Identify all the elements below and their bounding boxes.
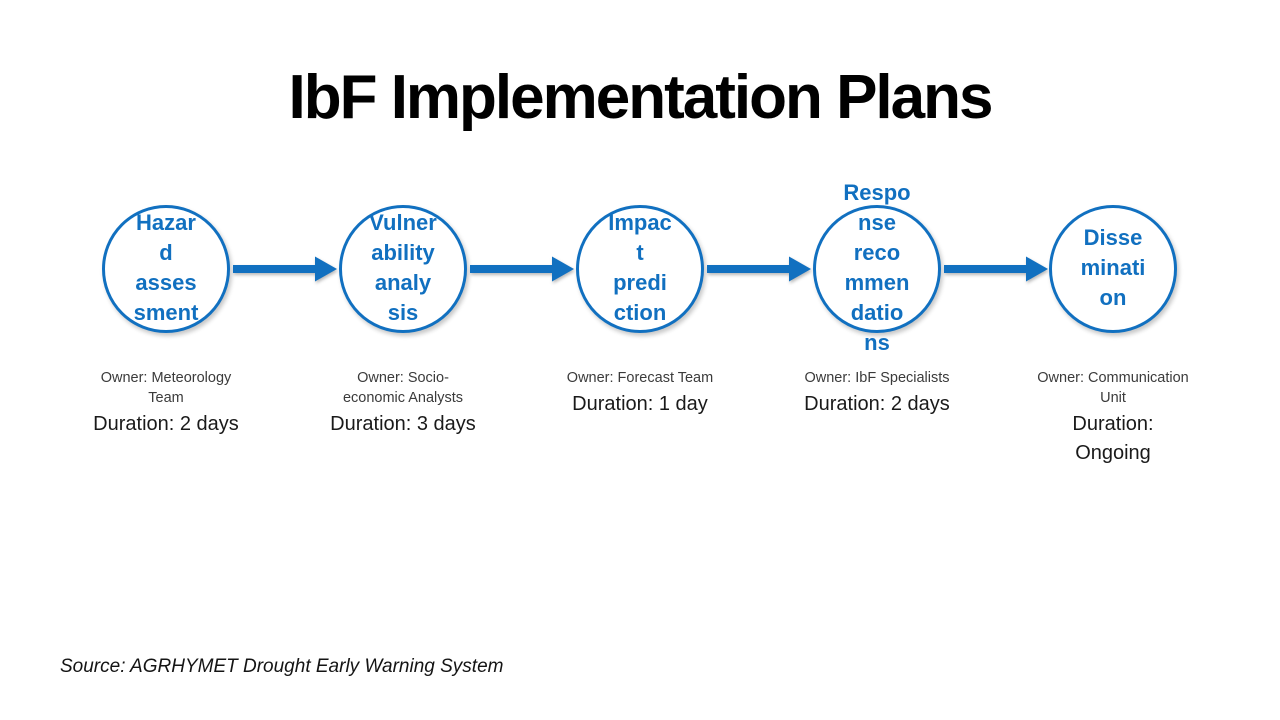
stage-duration: Duration: 2 days <box>804 393 950 415</box>
stage-duration: Duration: 1 day <box>572 393 708 415</box>
flow-arrow-icon <box>233 256 337 282</box>
stage-info: Owner: Communication Unit Duration: Ongo… <box>995 368 1231 468</box>
stage-circle: Respo nse reco mmen datio ns <box>813 180 941 355</box>
stage-circle: Impac t predi ction <box>576 205 704 333</box>
stage-circle: Hazar d asses sment <box>102 205 230 333</box>
stage-owner: Owner: Communication Unit <box>1037 370 1189 406</box>
stage-info: Owner: IbF Specialists Duration: 2 days <box>759 368 995 419</box>
stage-owner: Owner: Socio- economic Analysts <box>342 370 464 406</box>
stage-duration: Duration: Ongoing <box>1072 413 1154 464</box>
stage-circle: Vulner ability analy sis <box>339 205 467 333</box>
stage-circle: Disse minati on <box>1049 205 1177 333</box>
stage-hazard-assessment: Hazar d asses sment Owner: Meteorology T… <box>48 205 284 505</box>
stage-circle-label: Impac t predi ction <box>608 210 672 325</box>
stage-info: Owner: Meteorology Team Duration: 2 days <box>48 368 284 439</box>
flow-arrow-icon <box>944 256 1048 282</box>
stage-circle-label: Hazar d asses sment <box>133 210 199 325</box>
flow-arrow-icon <box>470 256 574 282</box>
source-attribution: Source: AGRHYMET Drought Early Warning S… <box>60 656 504 677</box>
stage-owner: Owner: IbF Specialists <box>804 370 950 386</box>
stage-dissemination: Disse minati on Owner: Communication Uni… <box>995 205 1231 505</box>
slide-title: IbF Implementation Plans <box>288 63 994 132</box>
stage-info: Owner: Forecast Team Duration: 1 day <box>522 368 758 419</box>
stage-response-recommendations: Respo nse reco mmen datio ns Owner: IbF … <box>759 180 995 505</box>
stage-circle-label: Disse minati on <box>1080 225 1146 310</box>
stage-impact-prediction: Impac t predi ction Owner: Forecast Team… <box>522 205 758 505</box>
stage-circle-label: Respo nse reco mmen datio ns <box>843 180 911 355</box>
stage-duration: Duration: 2 days <box>93 413 239 435</box>
stage-owner: Owner: Meteorology Team <box>100 370 232 406</box>
flow-arrow-icon <box>707 256 811 282</box>
stage-owner: Owner: Forecast Team <box>566 370 714 386</box>
stage-vulnerability-analysis: Vulner ability analy sis Owner: Socio- e… <box>285 205 521 505</box>
stage-circle-label: Vulner ability analy sis <box>369 210 437 325</box>
stage-duration: Duration: 3 days <box>330 413 476 435</box>
stage-info: Owner: Socio- economic Analysts Duration… <box>285 368 521 439</box>
